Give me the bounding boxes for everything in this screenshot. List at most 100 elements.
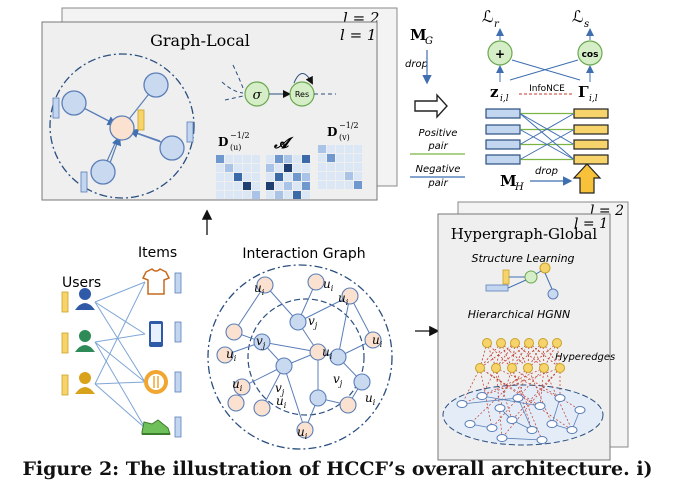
matrix-cell: [327, 145, 335, 153]
matrix-cell: [293, 164, 301, 172]
hyperedge-link: [486, 342, 513, 369]
base-graph-node: [464, 420, 476, 428]
interaction-edge: [94, 281, 146, 303]
user-node: [256, 276, 274, 294]
user-node-label: ui: [232, 377, 243, 393]
matrix-cell: [284, 191, 292, 199]
matrix-cell: [252, 173, 260, 181]
user-embedding-bar: [61, 332, 69, 354]
matrix-cell: [318, 163, 326, 171]
user-node: [253, 399, 271, 417]
item-node-label: vj: [308, 314, 318, 330]
graph-inner-ring: [247, 298, 365, 416]
matrix-cell: [252, 182, 260, 190]
hyperedge-link: [491, 367, 545, 429]
hyperedge-link: [501, 367, 561, 439]
local-embedding-bar: [186, 121, 194, 143]
hyperedges-label: Hyperedges: [555, 352, 615, 363]
user-node-label: ui: [322, 345, 333, 361]
mh-symbol: M: [500, 172, 517, 190]
matrix-cell: [216, 155, 224, 163]
hyperedge-link: [495, 367, 513, 421]
matrix-cell: [275, 164, 283, 172]
sneaker-icon: [141, 419, 171, 435]
d-u-superscript: −1/2: [230, 131, 250, 140]
d-v-superscript: −1/2: [339, 121, 359, 130]
matrix-cell: [284, 155, 292, 163]
structure-edge: [535, 270, 542, 275]
matrix-cell: [293, 173, 301, 181]
user-node-label: ui: [365, 391, 376, 407]
phone-icon: [149, 321, 163, 347]
user-node-label: ui: [254, 281, 265, 297]
d-u-symbol: D: [218, 135, 228, 149]
item-embedding-bar: [174, 272, 182, 294]
graph-edge: [283, 365, 306, 431]
base-graph-node: [534, 402, 546, 410]
base-graph-node: [506, 416, 518, 424]
user-node-label: ui: [323, 277, 334, 293]
user-node-label: ui: [372, 333, 383, 349]
matrix-cell: [225, 182, 233, 190]
interaction-edge: [94, 281, 146, 385]
matrix-cell: [216, 182, 224, 190]
user-node: [296, 421, 314, 439]
matrix-cell: [327, 154, 335, 162]
local-embedding-bar: [485, 108, 521, 119]
user-node-label: ui: [297, 425, 308, 441]
hyperedge-link: [461, 367, 545, 405]
ls-subscript: s: [584, 19, 589, 30]
structure-learning-label: Structure Learning: [471, 252, 574, 265]
matrix-cell: [266, 182, 274, 190]
positive-pair-label-2: pair: [427, 141, 448, 152]
matrix-cell: [327, 163, 335, 171]
base-graph-node: [476, 392, 488, 400]
negative-pair-line: [519, 113, 575, 145]
matrix-cell: [252, 191, 260, 199]
hyperedge-node: [539, 363, 549, 373]
base-graph-node: [512, 394, 524, 402]
base-graph-node: [566, 426, 578, 434]
structure-yellow-node: [539, 262, 551, 274]
graph-local-layer-front: l = 1: [340, 26, 376, 44]
matrix-cell: [216, 164, 224, 172]
user-embedding-bar: [61, 374, 69, 396]
negative-pair-line: [519, 129, 575, 160]
hyperedge-top-node: [524, 338, 534, 348]
local-item-node: [143, 72, 169, 98]
structure-edge: [544, 272, 553, 290]
matrix-cell: [234, 155, 242, 163]
matrix-cell: [243, 155, 251, 163]
matrix-cell: [234, 173, 242, 181]
hyperedge-link: [481, 367, 561, 397]
interaction-graph-title: Interaction Graph: [242, 246, 365, 262]
matrix-cell: [243, 173, 251, 181]
structure-blue-node: [547, 288, 559, 300]
interaction-edge: [94, 301, 146, 335]
matrix-cell: [243, 182, 251, 190]
structure-yellow-bar: [502, 269, 510, 285]
hyperedge-link: [511, 367, 581, 411]
user-node: [341, 287, 359, 305]
hyperedge-link: [495, 342, 530, 369]
matrix-d-u: [216, 155, 260, 199]
figure-caption: Figure 2: The illustration of HCCF’s ove…: [22, 458, 653, 480]
matrix-cell: [302, 164, 310, 172]
matrix-cell: [336, 181, 344, 189]
lr-symbol: ℒ: [482, 7, 494, 26]
matrix-cell: [266, 191, 274, 199]
hyperedge-link: [511, 342, 544, 369]
matrix-cell: [275, 173, 283, 181]
gamma-symbol: Γ: [578, 83, 589, 101]
lr-subscript: r: [494, 19, 500, 30]
matrix-cell: [302, 182, 310, 190]
matrix-cell: [293, 191, 301, 199]
mg-symbol: M: [410, 26, 427, 44]
base-graph-node: [494, 404, 506, 412]
matrix-cell: [345, 172, 353, 180]
sigma-input-arrow: [232, 64, 244, 89]
graph-local-panel: l = 2 l = 1 Graph-Local σ Re: [41, 7, 398, 201]
matrix-cell: [234, 182, 242, 190]
user-node: [227, 394, 245, 412]
